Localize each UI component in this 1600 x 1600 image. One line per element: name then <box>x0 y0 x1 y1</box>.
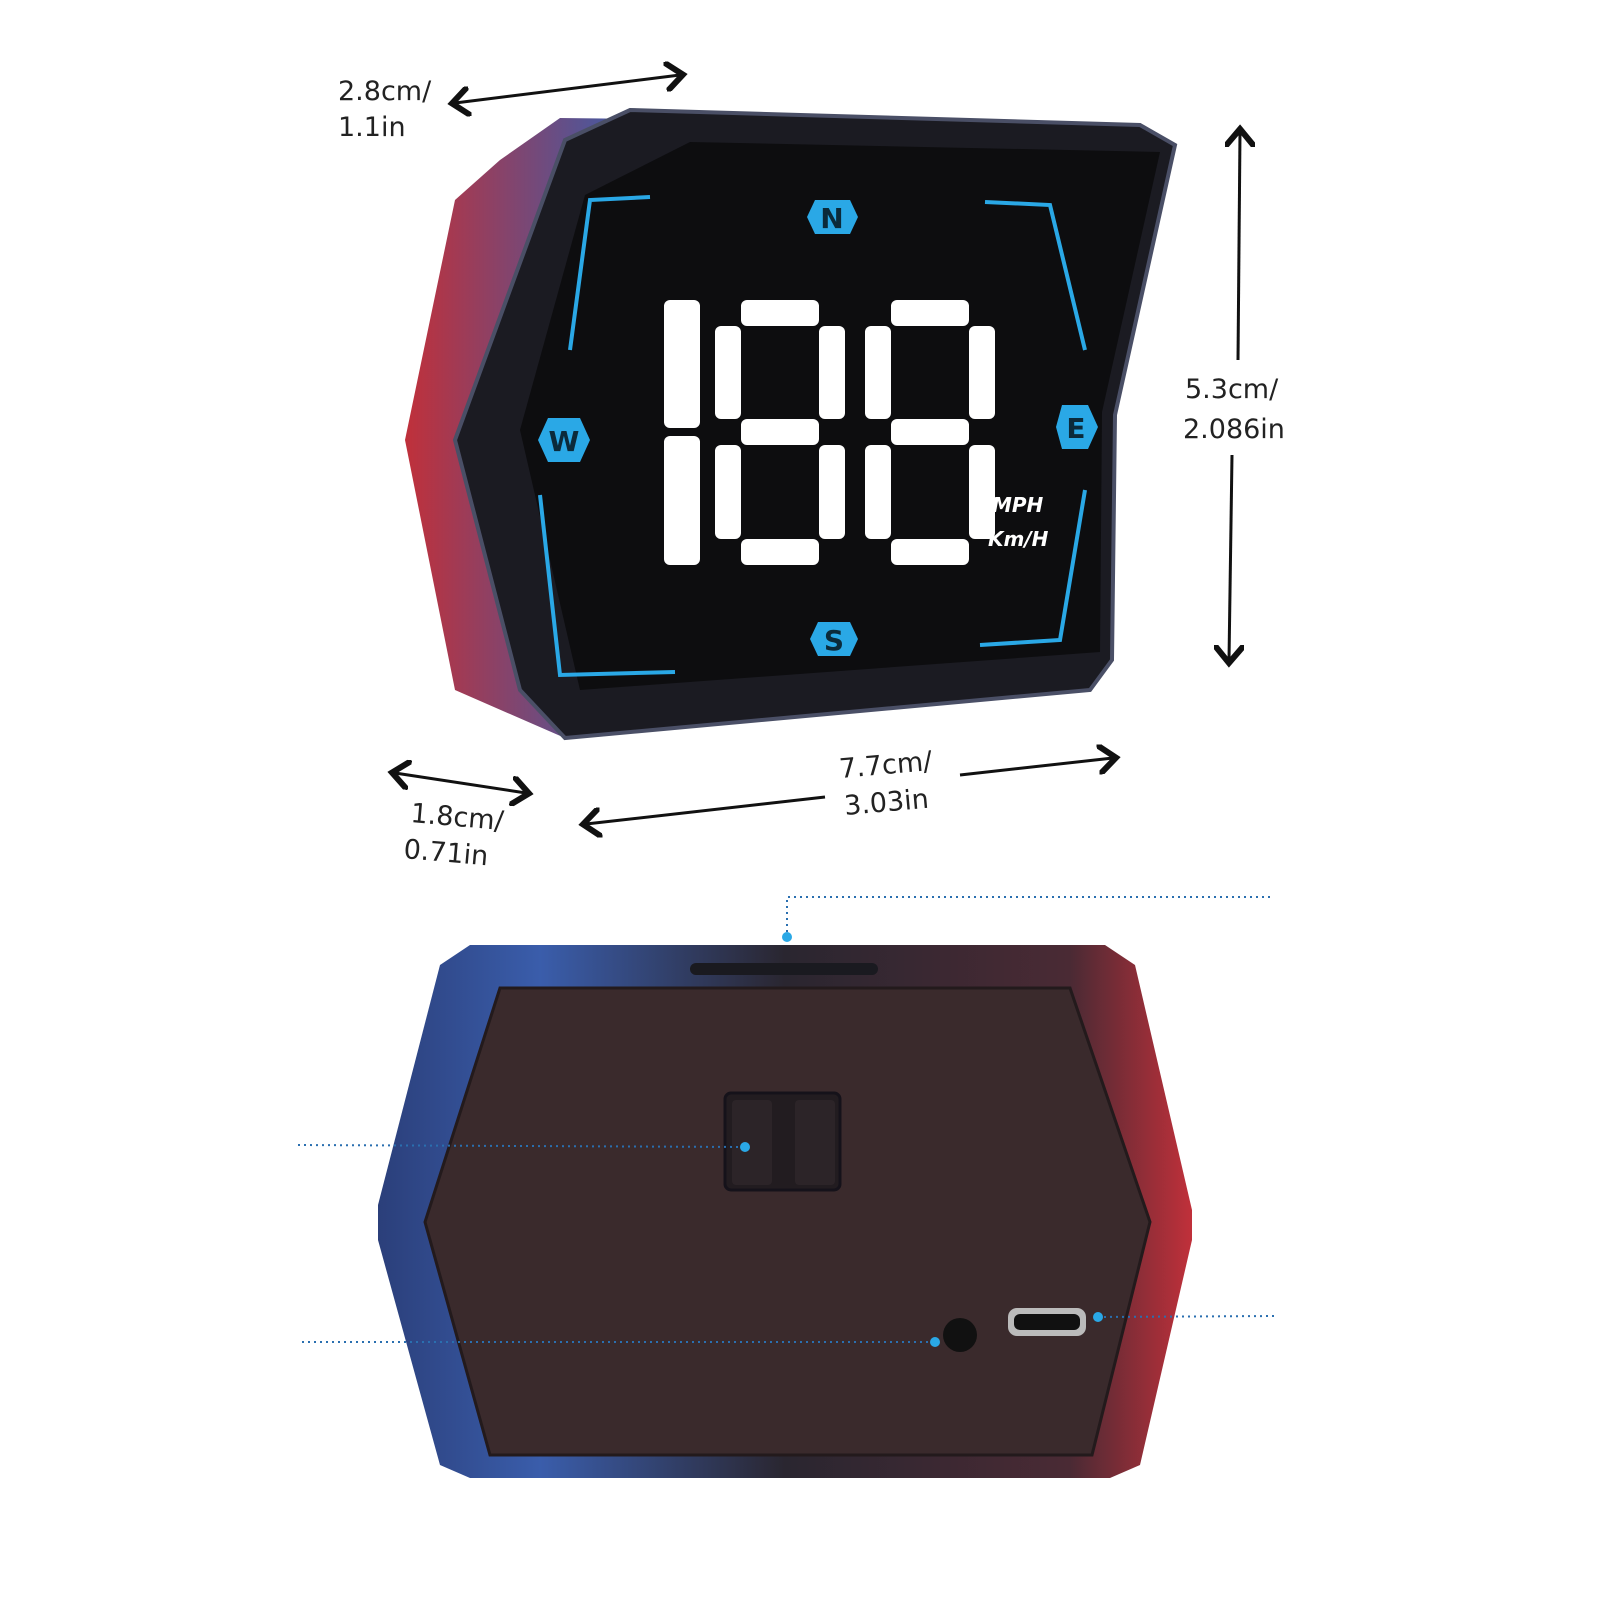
digit-segment <box>819 326 845 419</box>
digit-segment <box>969 326 995 419</box>
svg-text:W: W <box>549 425 580 458</box>
digit-segment <box>664 436 700 565</box>
speed-display <box>664 300 995 565</box>
svg-text:1.1in: 1.1in <box>338 112 406 143</box>
callout-lines <box>297 896 1276 1343</box>
dimension-depth-top: 2.8cm/ 1.1in <box>338 75 680 143</box>
unit-mph: MPH <box>992 493 1044 517</box>
digit-segment <box>865 326 891 419</box>
svg-text:S: S <box>824 624 844 657</box>
digit-segment <box>891 419 969 445</box>
device-front-view: MPH Km/H N W E S <box>405 107 1178 741</box>
compass-north: N <box>807 200 858 235</box>
digit-segment <box>819 445 845 539</box>
compass-south: S <box>810 622 858 657</box>
svg-text:N: N <box>820 202 843 235</box>
svg-text:2.086in: 2.086in <box>1183 414 1285 445</box>
digit-segment <box>865 445 891 539</box>
svg-text:0.71in: 0.71in <box>402 834 489 872</box>
audio-jack-icon <box>943 1318 977 1352</box>
callout-dots <box>740 932 1103 1347</box>
digit-segment <box>891 300 969 326</box>
back-face <box>423 986 1152 1457</box>
digit-segment <box>741 539 819 565</box>
digit-segment <box>741 419 819 445</box>
digit-segment <box>715 326 741 419</box>
digit-segment <box>891 539 969 565</box>
accent-lines <box>538 195 1087 678</box>
svg-text:7.7cm/: 7.7cm/ <box>838 746 934 785</box>
digit-segment <box>664 300 700 428</box>
svg-text:3.03in: 3.03in <box>843 784 930 822</box>
svg-text:2.8cm/: 2.8cm/ <box>338 76 432 107</box>
dimension-width: 7.7cm/ 3.03in <box>586 746 1113 824</box>
digit-segment <box>969 445 995 539</box>
top-slot <box>690 963 878 975</box>
digit-segment <box>741 300 819 326</box>
svg-text:E: E <box>1066 412 1085 445</box>
dimension-height: 5.3cm/ 2.086in <box>1183 132 1285 660</box>
compass-west: W <box>538 418 590 462</box>
dimension-depth-bottom: 1.8cm/ 0.71in <box>395 773 526 872</box>
mode-button[interactable] <box>723 1091 842 1192</box>
usb-port-icon <box>1008 1308 1086 1336</box>
digit-segment <box>715 445 741 539</box>
svg-text:1.8cm/: 1.8cm/ <box>409 798 505 837</box>
svg-text:5.3cm/: 5.3cm/ <box>1185 374 1279 405</box>
compass-east: E <box>1056 405 1098 449</box>
device-back-view <box>297 896 1276 1478</box>
unit-kmh: Km/H <box>988 527 1049 551</box>
